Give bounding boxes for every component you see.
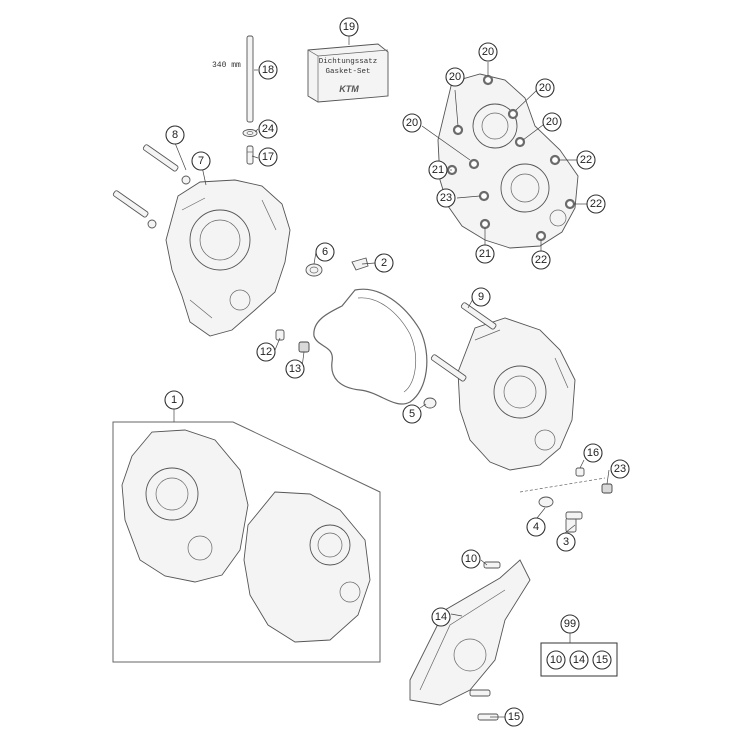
screw-12-nut-13: [275, 329, 310, 353]
svg-text:14: 14: [435, 611, 447, 623]
svg-text:23: 23: [614, 463, 626, 475]
svg-text:23: 23: [440, 192, 452, 204]
callout-4: 4: [526, 517, 546, 537]
right-crankcase-half: [457, 317, 576, 471]
callout-9: 9: [471, 287, 491, 307]
dowel-17: [246, 145, 254, 165]
callout-5: 5: [402, 404, 422, 424]
callout-99: 99: [560, 614, 580, 634]
svg-text:3: 3: [563, 536, 569, 548]
stud-340mm: 340 mm: [212, 35, 254, 123]
gasket-box-line2: Gasket-Set: [325, 68, 370, 76]
fasteners-3-4-16-23: [519, 467, 613, 533]
callout-23-a: 23: [436, 188, 456, 208]
svg-text:21: 21: [432, 164, 444, 176]
callout-10: 10: [461, 549, 481, 569]
svg-text:10: 10: [550, 654, 562, 666]
callout-17: 17: [258, 147, 278, 167]
callout-19: 19: [339, 17, 359, 37]
sprocket-cover-14: [409, 559, 531, 721]
callout-22-b: 22: [586, 194, 606, 214]
callout-21-b: 21: [475, 244, 495, 264]
callout-23-b: 23: [610, 459, 630, 479]
svg-text:20: 20: [406, 117, 418, 129]
svg-text:20: 20: [539, 82, 551, 94]
svg-text:8: 8: [172, 129, 178, 141]
callout-6: 6: [315, 242, 335, 262]
gasket-set-box: Dichtungssatz Gasket-Set KTM: [307, 43, 389, 103]
svg-text:15: 15: [596, 654, 608, 666]
leader-lines: [173, 36, 610, 718]
callout-16: 16: [583, 443, 603, 463]
dimension-label: 340 mm: [212, 61, 241, 70]
callout-24: 24: [258, 119, 278, 139]
callout-20-c: 20: [535, 78, 555, 98]
svg-text:13: 13: [289, 363, 301, 375]
svg-text:16: 16: [587, 447, 599, 459]
svg-text:5: 5: [409, 408, 415, 420]
svg-text:20: 20: [449, 71, 461, 83]
callout-3: 3: [556, 532, 576, 552]
gasket-2: [313, 257, 428, 405]
callout-20-b: 20: [445, 67, 465, 87]
callout-22-a: 22: [576, 150, 596, 170]
kit-item-14: 14: [569, 650, 589, 670]
callout-20-a: 20: [478, 42, 498, 62]
callout-2: 2: [374, 253, 394, 273]
callout-18: 18: [258, 60, 278, 80]
svg-text:18: 18: [262, 64, 274, 76]
kit-item-15: 15: [592, 650, 612, 670]
svg-text:12: 12: [260, 346, 272, 358]
callout-14: 14: [431, 607, 451, 627]
svg-text:22: 22: [580, 154, 592, 166]
left-crankcase-half: [165, 179, 291, 337]
callout-12: 12: [256, 342, 276, 362]
callout-22-c: 22: [531, 250, 551, 270]
svg-text:20: 20: [482, 46, 494, 58]
crankcase-assembly: [112, 421, 381, 663]
callout-15: 15: [504, 707, 524, 727]
kit-item-10: 10: [546, 650, 566, 670]
right-crankcase-top: [437, 73, 579, 249]
callout-20-e: 20: [542, 112, 562, 132]
washer-24: [242, 129, 258, 137]
svg-text:24: 24: [262, 123, 274, 135]
svg-text:20: 20: [546, 116, 558, 128]
svg-text:99: 99: [564, 618, 576, 630]
svg-text:9: 9: [478, 291, 484, 303]
pins-left-case: [112, 144, 191, 229]
callout-21-a: 21: [428, 160, 448, 180]
callout-20-d: 20: [402, 113, 422, 133]
callout-7: 7: [191, 151, 211, 171]
svg-text:4: 4: [533, 521, 539, 533]
pins-right-case: [423, 302, 497, 409]
svg-text:14: 14: [573, 654, 585, 666]
svg-text:2: 2: [381, 257, 387, 269]
svg-text:19: 19: [343, 21, 355, 33]
svg-text:15: 15: [508, 711, 520, 723]
svg-text:21: 21: [479, 248, 491, 260]
sleeve-6: [305, 263, 323, 277]
callout-1: 1: [164, 390, 184, 410]
svg-text:17: 17: [262, 151, 274, 163]
svg-text:7: 7: [198, 155, 204, 167]
callout-13: 13: [285, 359, 305, 379]
gasket-box-logo: KTM: [339, 84, 359, 94]
callout-8: 8: [165, 125, 185, 145]
svg-text:10: 10: [465, 553, 477, 565]
gasket-box-line1: Dichtungssatz: [319, 58, 378, 66]
svg-text:22: 22: [535, 254, 547, 266]
svg-text:22: 22: [590, 198, 602, 210]
svg-text:1: 1: [171, 394, 177, 406]
svg-text:6: 6: [322, 246, 328, 258]
